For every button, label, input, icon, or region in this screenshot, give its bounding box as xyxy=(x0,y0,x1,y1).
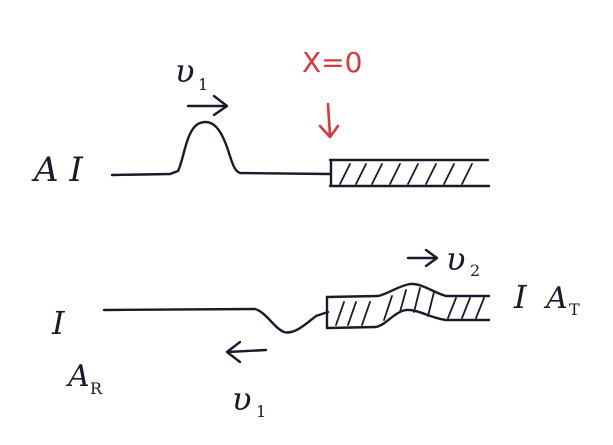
svg-text:T: T xyxy=(569,300,580,319)
top-panel: A I υ 1 X=0 xyxy=(31,46,491,190)
svg-text:υ: υ xyxy=(232,380,251,418)
svg-text:A: A xyxy=(543,281,568,316)
thick-string-bottom xyxy=(325,282,491,330)
svg-text:υ: υ xyxy=(446,240,465,278)
label-I-right: I xyxy=(513,278,528,316)
thick-string-top xyxy=(328,158,491,188)
string-thin-top xyxy=(110,120,332,177)
boundary-label: X=0 xyxy=(302,46,362,79)
svg-text:R: R xyxy=(90,379,103,398)
arrow-right-icon-transmitted xyxy=(406,248,439,268)
label-I-left: I xyxy=(51,304,66,342)
svg-text:A: A xyxy=(65,359,90,394)
svg-text:1: 1 xyxy=(256,402,266,421)
reflected-velocity-label: υ 1 xyxy=(232,380,266,421)
bottom-panel: I A R υ 1 υ 2 xyxy=(51,240,580,421)
arrow-right-icon xyxy=(186,94,229,117)
transmitted-velocity-label: υ 2 xyxy=(446,240,480,280)
arrow-left-icon xyxy=(225,340,268,364)
svg-text:2: 2 xyxy=(470,261,480,280)
svg-text:1: 1 xyxy=(198,75,208,94)
string-thin-bottom xyxy=(102,307,330,334)
label-reflected-amplitude: A R xyxy=(65,359,103,398)
incident-velocity-label: υ 1 xyxy=(175,52,208,94)
label-transmitted-amplitude: A T xyxy=(543,281,580,319)
svg-text:υ: υ xyxy=(175,52,194,90)
arrow-down-icon xyxy=(318,102,340,139)
label-incident-amplitude: A I xyxy=(31,150,83,190)
